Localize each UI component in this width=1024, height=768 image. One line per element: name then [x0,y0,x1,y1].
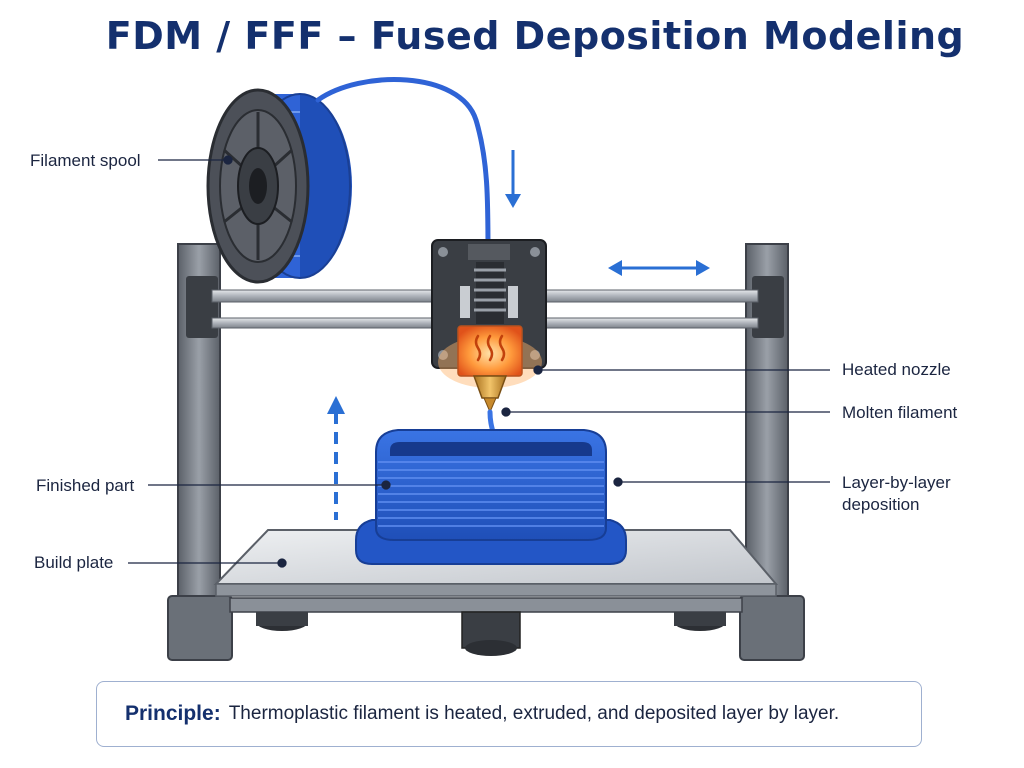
filament-feed-arrow [505,150,521,208]
label-build-plate: Build plate [34,553,114,572]
principle-keyword: Principle: [125,702,221,725]
label-filament-spool: Filament spool [30,151,141,170]
label-layer-by-layer: Layer-by-layer deposition [842,473,951,514]
page-title: FDM / FFF – Fused Deposition Modeling [105,14,965,58]
label-molten-filament: Molten filament [842,403,958,422]
principle-box: Principle: Thermoplastic filament is hea… [96,681,922,747]
principle-text: Thermoplastic filament is heated, extrud… [228,703,840,724]
filament-spool-icon [206,88,352,284]
heated-nozzle-icon [438,325,542,414]
printer-frame [167,243,805,661]
label-heated-nozzle: Heated nozzle [842,360,951,379]
z-motion-arrow [327,396,345,520]
printed-part-icon [355,429,627,565]
x-motion-arrow [608,260,710,276]
label-finished-part: Finished part [36,476,135,495]
filament-strand [315,77,491,255]
leader-lines [128,155,830,568]
